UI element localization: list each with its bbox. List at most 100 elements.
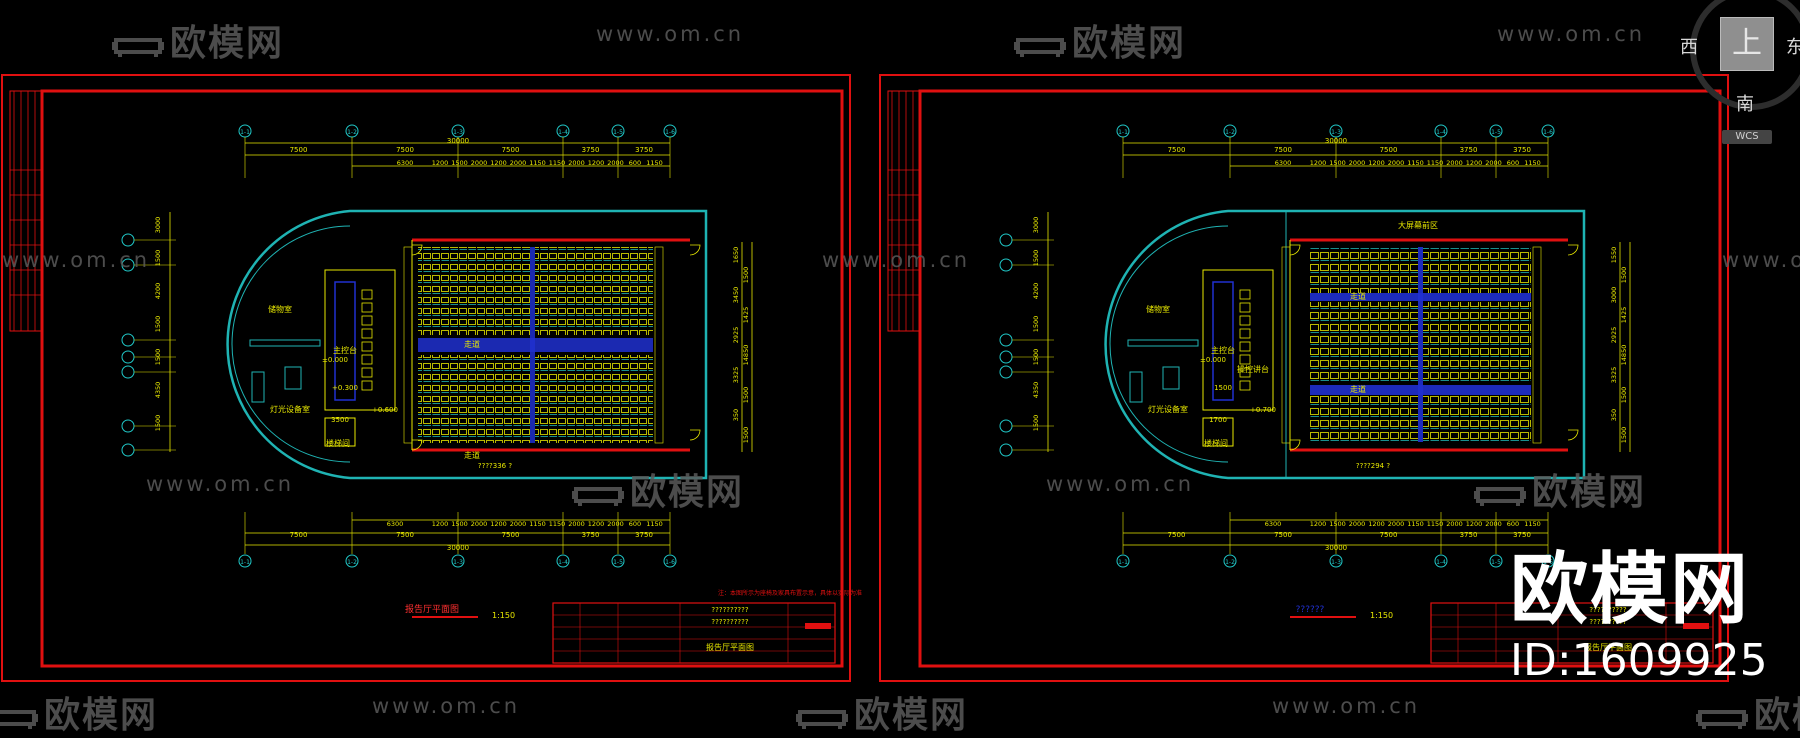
operator-seat [361,380,373,391]
dimension-text: 2000 [568,159,585,167]
viewcube-top-face[interactable]: 上 [1720,17,1774,71]
door-swing [1289,244,1301,256]
dimension-text: 1500 [1620,267,1628,284]
axis-label: 1-4 [558,559,568,566]
dimension-text: 4350 [154,382,162,399]
left-binding-strip [887,90,921,332]
dimension-text: 3750 [1460,531,1478,539]
operator-seat [361,341,373,352]
building-outline [1104,209,1586,480]
watermark-brand: 欧模网 [1474,463,1646,515]
notes-text: 注：本图所示为座椅及家具布置示意，具体以实际为准 [718,589,862,597]
dimension-text: 3450 [732,287,740,304]
axis-bubble [556,554,570,568]
dimension-text: 30000 [447,137,469,145]
operator-seat [361,315,373,326]
dimension-text: 2000 [607,520,624,528]
stair [324,417,356,447]
axis-bubble [1541,554,1555,568]
wcs-menu-button[interactable]: WCS [1722,130,1772,144]
dimension-text: 6300 [1265,520,1282,528]
floor-plans: 1-1 1-2 1-3 1-4 1-5 1-6 7500 7500 7500 3750 3750 30… [1,74,1729,682]
sofa [251,371,265,403]
dimension-text: 1425 [1620,307,1628,324]
dimension-text: 7500 [1274,146,1292,154]
dimension-text: 7500 [290,146,308,154]
viewcube-compass[interactable] [1668,0,1800,170]
axis-label: 1-6 [665,129,675,136]
seat-count: ????336 ? [478,462,512,470]
axis-label: 1-3 [1331,559,1341,566]
dimension-text: 7500 [396,146,414,154]
dimension-text: 3750 [582,146,600,154]
compass-west-label[interactable]: 西 [1680,37,1698,58]
plan-title: 报告厅平面图 [405,603,459,615]
stair [1202,417,1234,447]
axis-label: 1-5 [613,129,623,136]
axis-bubble [999,258,1013,272]
axis-bubble [1116,554,1130,568]
counter [1127,339,1199,347]
dimension-text: 2000 [510,159,527,167]
axis-bubble [121,350,135,364]
dimension-text: 1200 [1310,159,1327,167]
elevation-mark: 3500 [331,416,349,424]
seating-block [1310,302,1418,384]
axis-label: 1-2 [1225,559,1235,566]
dimension-text: 1200 [432,159,449,167]
elevation-mark: +0.700 [1250,406,1276,414]
axis-bubble [1329,554,1343,568]
dimension-text: 2000 [568,520,585,528]
compass-east-label[interactable]: 东 [1786,37,1800,58]
dimension-text: 3750 [635,146,653,154]
axis-bubble [999,350,1013,364]
operator-seat [361,367,373,378]
dimension-text: 6300 [387,520,404,528]
axis-bubble [999,333,1013,347]
room-label: 储物室 [268,304,292,314]
operator-seat [1239,380,1251,391]
seating-block [1310,396,1418,442]
seating-block [1423,302,1531,384]
scale-text: 1:150 [492,611,515,620]
sofa-logo-icon [1474,487,1526,506]
inner-curved-wall [1109,225,1229,463]
axis-bubble [611,554,625,568]
compass-ring[interactable] [1690,0,1800,110]
scale-text: 1:150 [1370,611,1393,620]
dimension-text: 1500 [1032,349,1040,366]
axis-label: 1-1 [240,559,250,566]
sofa-logo-icon [1014,38,1066,57]
door-swing [689,244,701,256]
dimension-text: 1500 [1329,520,1346,528]
dimension-text: 1150 [646,520,663,528]
dimension-text: 1650 [732,247,740,264]
dimension-text: 1500 [451,520,468,528]
dimension-text: 2000 [1446,520,1463,528]
axis-bubble [121,365,135,379]
cross-aisle [1418,247,1423,442]
dimension-text: 1500 [742,387,750,404]
dimension-text: 7500 [290,531,308,539]
operator-seat [361,302,373,313]
title-block: ????????????????????报告厅平面图 [552,602,836,664]
axis-label: 1-1 [240,129,250,136]
watermark-url: www.om.cn [1272,694,1421,718]
dimension-text: 2000 [510,520,527,528]
room-label: 大屏幕前区 [1398,220,1438,230]
axis-bubble [451,554,465,568]
dimension-text: 2000 [471,159,488,167]
axis-bubble [1489,554,1503,568]
watermark-brand: 欧模网 [572,463,744,515]
door-swing [411,244,423,256]
elevation-mark: ±0.000 [322,356,348,364]
axis-label: 1-3 [453,559,463,566]
operator-seat [1239,302,1251,313]
dimension-text: 7500 [1380,146,1398,154]
sofa-logo-icon [572,487,624,506]
dimension-text: 1150 [549,159,566,167]
axis-label: 1-1 [1118,559,1128,566]
side-seats [1532,246,1542,444]
compass-south-label[interactable]: 南 [1736,94,1754,115]
